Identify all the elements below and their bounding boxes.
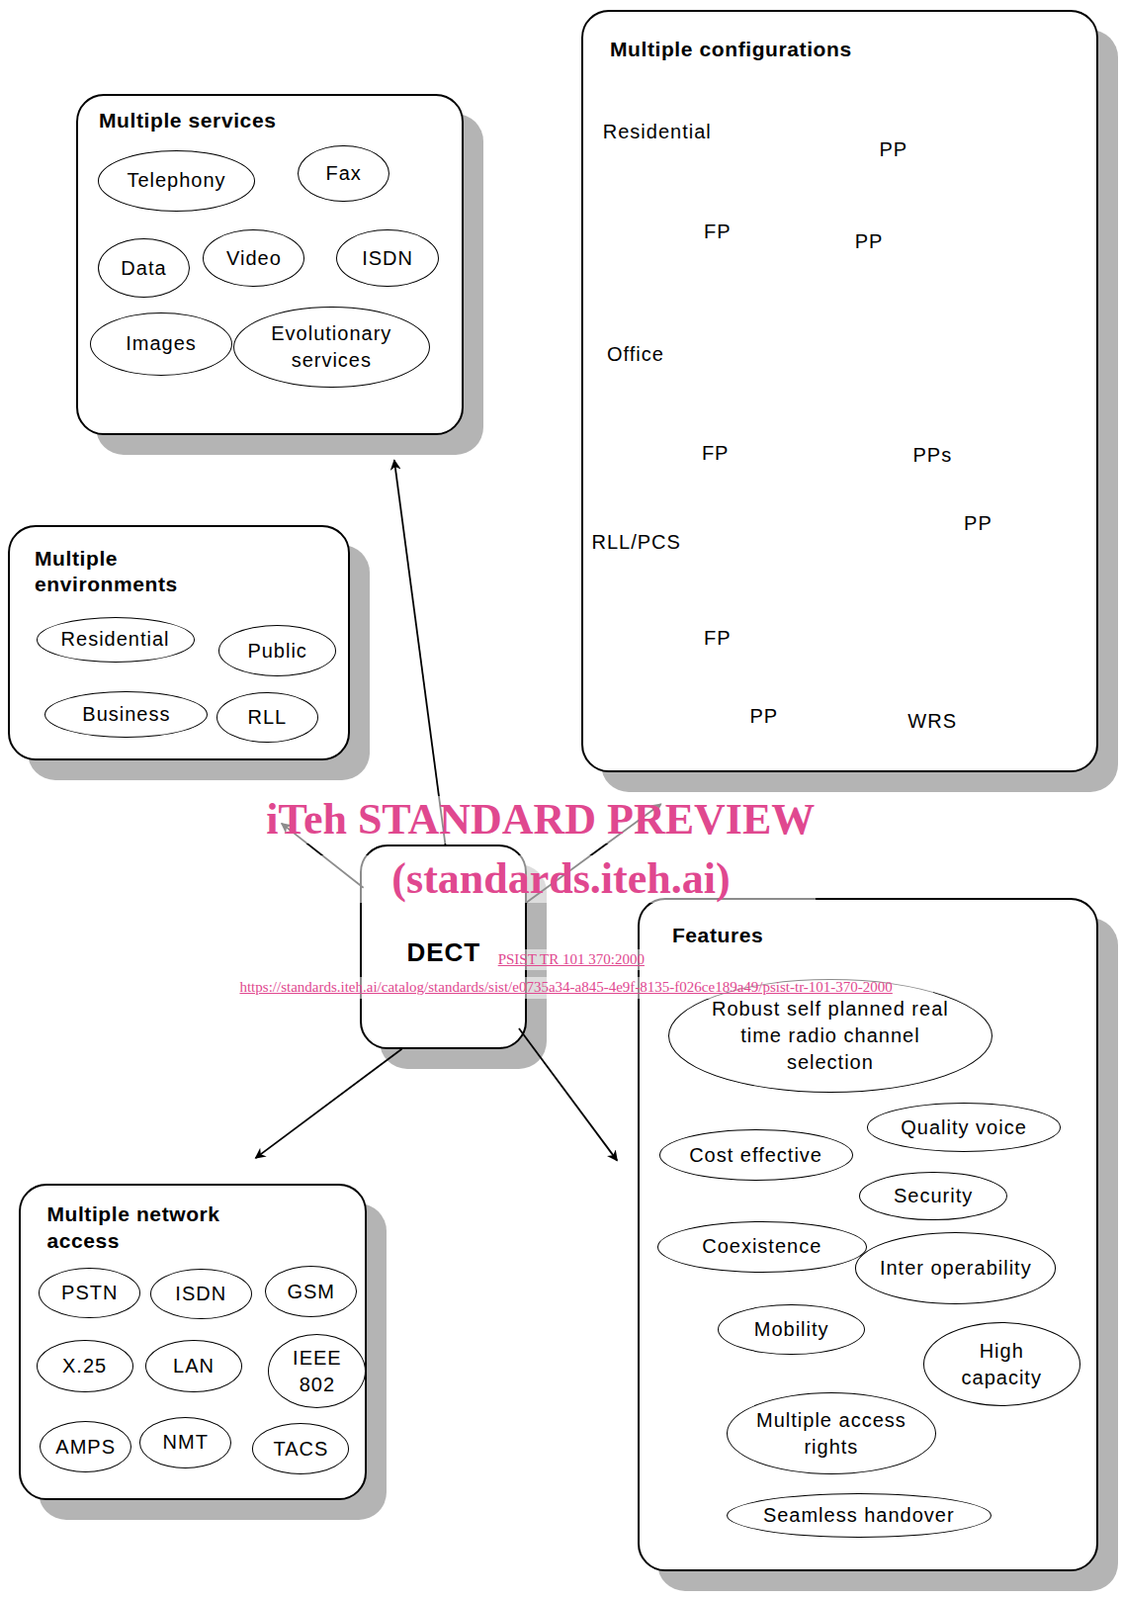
group-heading: Multiple services bbox=[98, 107, 446, 134]
feature-ellipse: RLL bbox=[216, 691, 319, 744]
ellipse-label: Security bbox=[893, 1182, 973, 1209]
ellipse-label: Video bbox=[226, 245, 282, 272]
feature-ellipse: Evolutionary services bbox=[233, 306, 431, 389]
feature-ellipse: GSM bbox=[264, 1265, 357, 1317]
connector-arrow bbox=[394, 459, 446, 845]
config-label: Office bbox=[606, 343, 665, 366]
feature-ellipse: ISDN bbox=[336, 229, 438, 287]
group-box: Multiple environmentsResidential PublicBu… bbox=[7, 524, 350, 760]
ellipse-label: Telephony bbox=[126, 167, 226, 194]
ellipse-label: Multiple access rights bbox=[747, 1406, 916, 1461]
feature-ellipse: Mobility bbox=[717, 1303, 866, 1356]
ellipse-label: NMT bbox=[163, 1428, 209, 1456]
watermark: iTeh STANDARD PREVIEW bbox=[203, 795, 877, 844]
ellipse-label: High capacity bbox=[938, 1337, 1065, 1391]
ellipse-label: ISDN bbox=[174, 1280, 227, 1307]
group-box: Multiple network accessPSTN ISDN GSM X.25 LA… bbox=[18, 1183, 368, 1500]
config-label: PP bbox=[878, 138, 908, 162]
config-label: FP bbox=[703, 220, 732, 244]
feature-ellipse: Telephony bbox=[97, 150, 257, 212]
config-label: PPs bbox=[912, 443, 952, 467]
feature-ellipse: ISDN bbox=[150, 1268, 253, 1320]
group-box: Multiple servicesTelephony FaxData Video IS… bbox=[76, 93, 464, 435]
feature-ellipse: Fax bbox=[297, 145, 390, 203]
watermark: PSIST TR 101 370:2000 bbox=[479, 949, 664, 971]
connector-arrow bbox=[256, 1048, 403, 1158]
ellipse-label: Mobility bbox=[754, 1315, 830, 1343]
feature-ellipse: NMT bbox=[139, 1416, 232, 1468]
feature-ellipse: X.25 bbox=[36, 1339, 134, 1393]
ellipse-label: Quality voice bbox=[900, 1114, 1028, 1141]
config-label: FP bbox=[701, 441, 730, 465]
feature-ellipse: Quality voice bbox=[866, 1102, 1061, 1152]
config-label: PP bbox=[963, 512, 993, 535]
ellipse-label: RLL bbox=[247, 703, 287, 731]
feature-ellipse: Multiple access rights bbox=[726, 1391, 937, 1474]
ellipse-label: AMPS bbox=[55, 1433, 116, 1461]
feature-ellipse: Coexistence bbox=[657, 1220, 867, 1273]
ellipse-label: PSTN bbox=[61, 1279, 118, 1306]
ellipse-label: Residential bbox=[61, 625, 171, 653]
ellipse-label: Inter operability bbox=[879, 1254, 1033, 1282]
ellipse-label: X.25 bbox=[62, 1352, 107, 1380]
config-label: Residential bbox=[603, 120, 712, 144]
feature-ellipse: Cost effective bbox=[659, 1128, 854, 1181]
group-heading: Multiple network access bbox=[46, 1201, 281, 1254]
watermark: https://standards.iteh.ai/catalog/standa… bbox=[198, 976, 934, 999]
feature-ellipse: Inter operability bbox=[855, 1231, 1056, 1303]
feature-ellipse: Business bbox=[44, 690, 208, 738]
config-label: PP bbox=[855, 230, 884, 254]
feature-ellipse: PSTN bbox=[38, 1267, 141, 1319]
ellipse-label: Cost effective bbox=[689, 1141, 823, 1169]
group-heading: Multiple environments bbox=[34, 545, 239, 599]
group-heading: Multiple configurations bbox=[609, 36, 1080, 63]
feature-ellipse: AMPS bbox=[39, 1420, 132, 1472]
ellipse-label: Business bbox=[82, 700, 171, 728]
ellipse-label: IEEE 802 bbox=[277, 1344, 356, 1398]
feature-ellipse: High capacity bbox=[923, 1321, 1081, 1406]
ellipse-label: Fax bbox=[326, 160, 362, 187]
feature-ellipse: Images bbox=[89, 312, 233, 376]
ellipse-label: LAN bbox=[172, 1352, 215, 1380]
feature-ellipse: LAN bbox=[145, 1339, 243, 1393]
feature-ellipse: TACS bbox=[252, 1422, 349, 1474]
ellipse-label: Evolutionary services bbox=[253, 320, 411, 374]
config-label: RLL/PCS bbox=[591, 530, 681, 554]
config-label: PP bbox=[749, 704, 778, 728]
ellipse-label: Seamless handover bbox=[763, 1501, 955, 1529]
feature-ellipse: Residential bbox=[36, 616, 195, 662]
feature-ellipse: Security bbox=[859, 1171, 1008, 1221]
config-label: FP bbox=[703, 626, 732, 650]
ellipse-label: ISDN bbox=[361, 245, 414, 272]
watermark: (standards.iteh.ai) bbox=[306, 855, 817, 903]
ellipse-label: TACS bbox=[272, 1435, 329, 1463]
connector-arrow bbox=[518, 1028, 617, 1161]
feature-ellipse: Video bbox=[202, 229, 305, 287]
feature-ellipse: IEEE 802 bbox=[267, 1333, 366, 1408]
ellipse-label: Robust self planned real time radio chan… bbox=[699, 995, 960, 1076]
ellipse-label: GSM bbox=[286, 1278, 336, 1305]
ellipse-label: Images bbox=[125, 330, 197, 357]
ellipse-label: Data bbox=[120, 255, 167, 282]
config-label: WRS bbox=[907, 709, 957, 733]
feature-ellipse: Public bbox=[218, 624, 337, 677]
ellipse-label: Coexistence bbox=[701, 1232, 822, 1260]
ellipse-label: Public bbox=[247, 637, 307, 665]
feature-ellipse: Seamless handover bbox=[726, 1492, 992, 1538]
group-heading: Features bbox=[672, 922, 979, 949]
feature-ellipse: Data bbox=[97, 238, 190, 298]
